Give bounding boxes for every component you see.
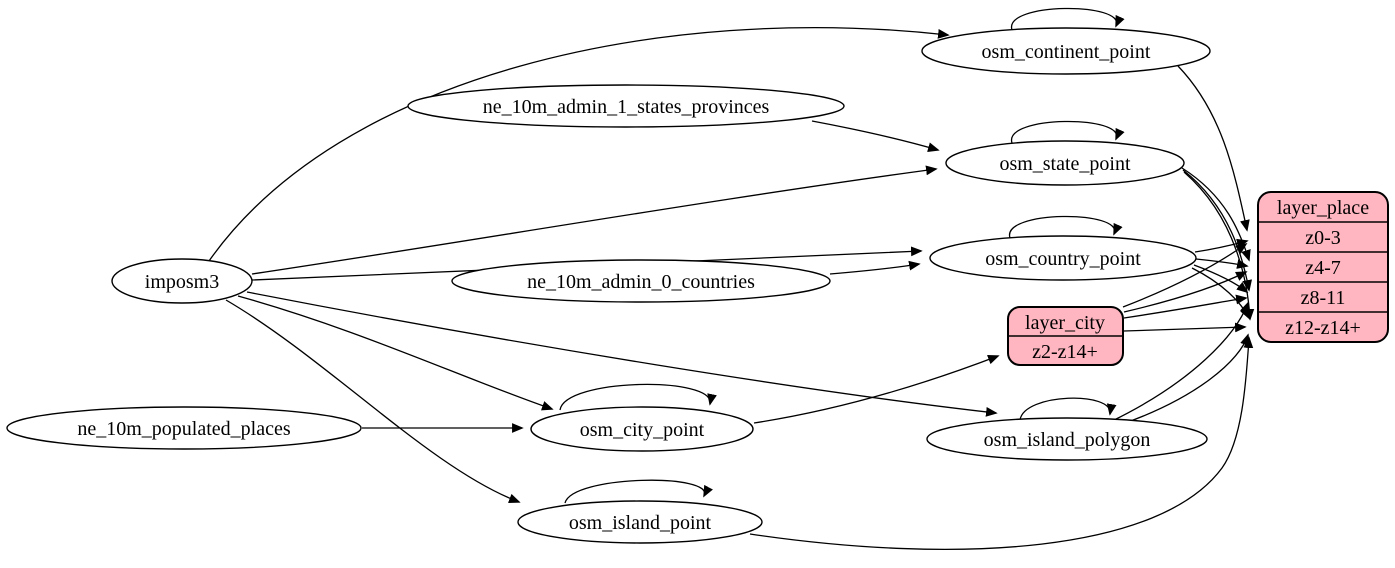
self-loop-osm_island_polygon (1019, 397, 1117, 421)
self-loop-osm_state_point (1011, 120, 1125, 144)
edge-layer_city-layer_place-z12-z14 (1123, 322, 1247, 333)
record-row-layer_place-z8-11: z8-11 (1301, 287, 1346, 309)
node-osm_state_point: osm_state_point (945, 140, 1185, 186)
node-label-osm_city_point: osm_city_point (580, 419, 705, 441)
edge-osm_country_point-layer_place-z4-7 (1195, 258, 1249, 269)
edge-osm_state_point-layer_place-z8-11 (1182, 169, 1252, 292)
record-row-layer_place-z4-7: z4-7 (1305, 257, 1341, 279)
record-layer_city: layer_city z2-z14+ (1007, 306, 1124, 366)
node-osm_continent_point: osm_continent_point (921, 27, 1211, 75)
record-shape-layer_place (1257, 191, 1389, 343)
node-shape-osm_state_point (945, 140, 1185, 186)
node-shape-osm_city_point (530, 406, 754, 452)
edge-osm_island_polygon-layer_place-z8-11 (1111, 301, 1250, 422)
edge-osm_continent_point-layer_place-z0-3 (1177, 65, 1250, 232)
edge-imposm3-osm_city_point (237, 295, 554, 411)
edge-imposm3-osm_island_point (225, 299, 521, 504)
node-ne_10m_admin_1_states_provinces: ne_10m_admin_1_states_provinces (407, 84, 845, 128)
node-shape-imposm3 (111, 258, 253, 304)
node-label-osm_state_point: osm_state_point (999, 153, 1131, 175)
record-layer_place: layer_place z0-3 z4-7 z8-11 z12-z14+ (1257, 191, 1389, 343)
edges-group (208, 7, 1255, 550)
node-osm_city_point: osm_city_point (530, 406, 754, 452)
node-label-osm_island_point: osm_island_point (569, 512, 712, 534)
edge-osm_island_polygon-layer_place-z12-z14 (1116, 333, 1250, 427)
edge-osm_city_point-layer_city-z2-z14 (753, 354, 1000, 424)
node-shape-osm_island_point (517, 500, 763, 544)
node-ne_10m_populated_places: ne_10m_populated_places (6, 406, 362, 450)
node-shape-ne_10m_admin_0_countries (451, 259, 831, 303)
edge-imposm3-osm_island_polygon (246, 291, 998, 417)
record-row-layer_place-z0-3: z0-3 (1305, 227, 1341, 249)
edge-osm_state_point-layer_place-z4-7 (1181, 167, 1251, 262)
node-shape-osm_island_polygon (926, 417, 1208, 461)
node-shape-ne_10m_admin_1_states_provinces (407, 84, 845, 128)
edge-layer_city-layer_place-z0-3 (1122, 242, 1248, 308)
node-label-imposm3: imposm3 (145, 271, 219, 293)
record-row-layer_place-z12-z14: z12-z14+ (1285, 317, 1361, 339)
edge-osm_state_point-layer_place-z12-z14 (1183, 171, 1255, 321)
node-osm_island_polygon: osm_island_polygon (926, 417, 1208, 461)
node-shape-osm_country_point (929, 235, 1197, 281)
edge-osm_country_point-layer_place-z8-11 (1193, 264, 1249, 294)
node-label-osm_country_point: osm_country_point (985, 248, 1141, 270)
self-loop-osm_city_point (559, 383, 717, 411)
edge-osm_island_point-layer_place-z12-z14 (749, 336, 1254, 550)
edge-layer_city-layer_place-z8-11 (1123, 294, 1248, 319)
self-loop-osm_island_point (564, 479, 713, 504)
node-label-osm_continent_point: osm_continent_point (982, 41, 1151, 63)
edge-imposm3-osm_state_point (251, 165, 938, 275)
node-label-osm_island_polygon: osm_island_polygon (984, 429, 1151, 451)
node-shape-ne_10m_populated_places (6, 406, 362, 450)
record-header-layer_city: layer_city (1025, 312, 1105, 334)
node-imposm3: imposm3 (111, 258, 253, 304)
node-osm_country_point: osm_country_point (929, 235, 1197, 281)
node-ne_10m_admin_0_countries: ne_10m_admin_0_countries (451, 259, 831, 303)
node-label-ne_10m_admin_0_countries: ne_10m_admin_0_countries (527, 271, 755, 293)
node-label-ne_10m_admin_1_states_provinces: ne_10m_admin_1_states_provinces (483, 96, 770, 118)
edge-ne_10m_admin_0_countries-osm_country_point (829, 260, 921, 275)
self-loop-osm_continent_point (1011, 7, 1125, 31)
record-header-layer_place: layer_place (1277, 197, 1369, 219)
record-row-layer_city-z2-z14: z2-z14+ (1032, 341, 1098, 363)
node-shape-osm_continent_point (921, 27, 1211, 75)
node-osm_island_point: osm_island_point (517, 500, 763, 544)
edge-imposm3-osm_continent_point (208, 27, 950, 262)
edge-osm_country_point-layer_place-z0-3 (1194, 238, 1249, 253)
self-loop-osm_country_point (1009, 215, 1123, 239)
edge-layer_city-layer_place-z4-7 (1123, 271, 1248, 313)
node-label-ne_10m_populated_places: ne_10m_populated_places (77, 418, 290, 440)
edge-ne_10m_admin_1_states_provinces-osm_state_point (811, 120, 940, 152)
